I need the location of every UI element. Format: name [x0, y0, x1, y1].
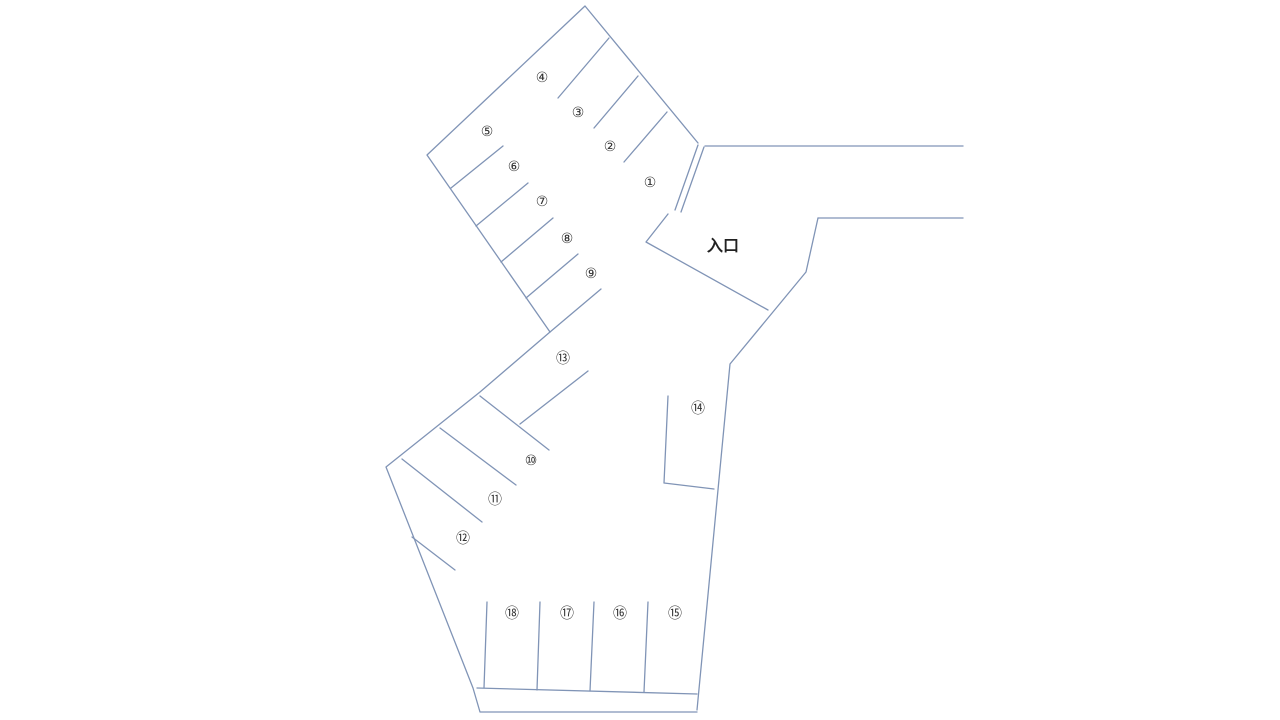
spot-7-label: ⑦: [536, 194, 549, 210]
stall-divider: [623, 111, 668, 163]
stall-divider: [401, 458, 483, 523]
stall-dividers: [401, 37, 668, 693]
stall-divider: [411, 536, 456, 571]
stall-divider: [475, 182, 529, 227]
stall-divider: [549, 288, 602, 333]
stall-divider: [450, 145, 504, 189]
spot-6-label: ⑥: [508, 159, 521, 175]
spot-5-label: ⑤: [481, 124, 494, 140]
spot-18-label: ⑱: [505, 606, 519, 622]
stall-divider: [439, 427, 517, 486]
spot-4-label: ④: [536, 70, 549, 86]
spot-3-label: ③: [572, 105, 585, 121]
stall-divider: [557, 37, 610, 99]
stall-divider: [593, 75, 639, 129]
spot-2-label: ②: [604, 139, 617, 155]
spot-14-label: ⑭: [691, 401, 705, 417]
spot-12-label: ⑫: [456, 531, 470, 547]
entrance-label: 入口: [707, 237, 739, 255]
lot-boundary: [385, 5, 964, 713]
spot-8-label: ⑧: [561, 231, 574, 247]
spot-1-label: ①: [644, 175, 657, 191]
stall-divider: [500, 217, 554, 263]
west-wall: [385, 331, 698, 713]
stall-divider: [525, 253, 579, 299]
stall-divider: [519, 370, 589, 425]
bottom-row-front-line: [476, 687, 698, 695]
spot-17-label: ⑰: [560, 606, 574, 622]
spot-15-label: ⑮: [668, 606, 682, 622]
spot-16-label: ⑯: [613, 606, 627, 622]
stall-divider: [479, 395, 550, 451]
north-wing-wall: [426, 5, 699, 333]
stall-divider: [483, 601, 488, 689]
gate-post-a: [674, 144, 699, 211]
spot-labels: ① ② ③ ④ ⑤ ⑥ ⑦ ⑧ ⑨ ⑩ ⑪ ⑫ ⑬ ⑭ ⑮ ⑯ ⑰ ⑱: [456, 70, 705, 622]
entrance-island: [645, 213, 769, 311]
stall-divider: [589, 601, 595, 692]
spot-11-label: ⑪: [488, 492, 502, 508]
spot-13-label: ⑬: [556, 351, 570, 367]
gate-post-b: [680, 146, 705, 213]
stall-divider: [536, 601, 541, 691]
spot-14-outline: [663, 395, 715, 490]
east-wall: [696, 217, 819, 711]
stall-divider: [643, 601, 649, 693]
spot-9-label: ⑨: [585, 266, 598, 282]
spot-10-label: ⑩: [525, 453, 538, 469]
